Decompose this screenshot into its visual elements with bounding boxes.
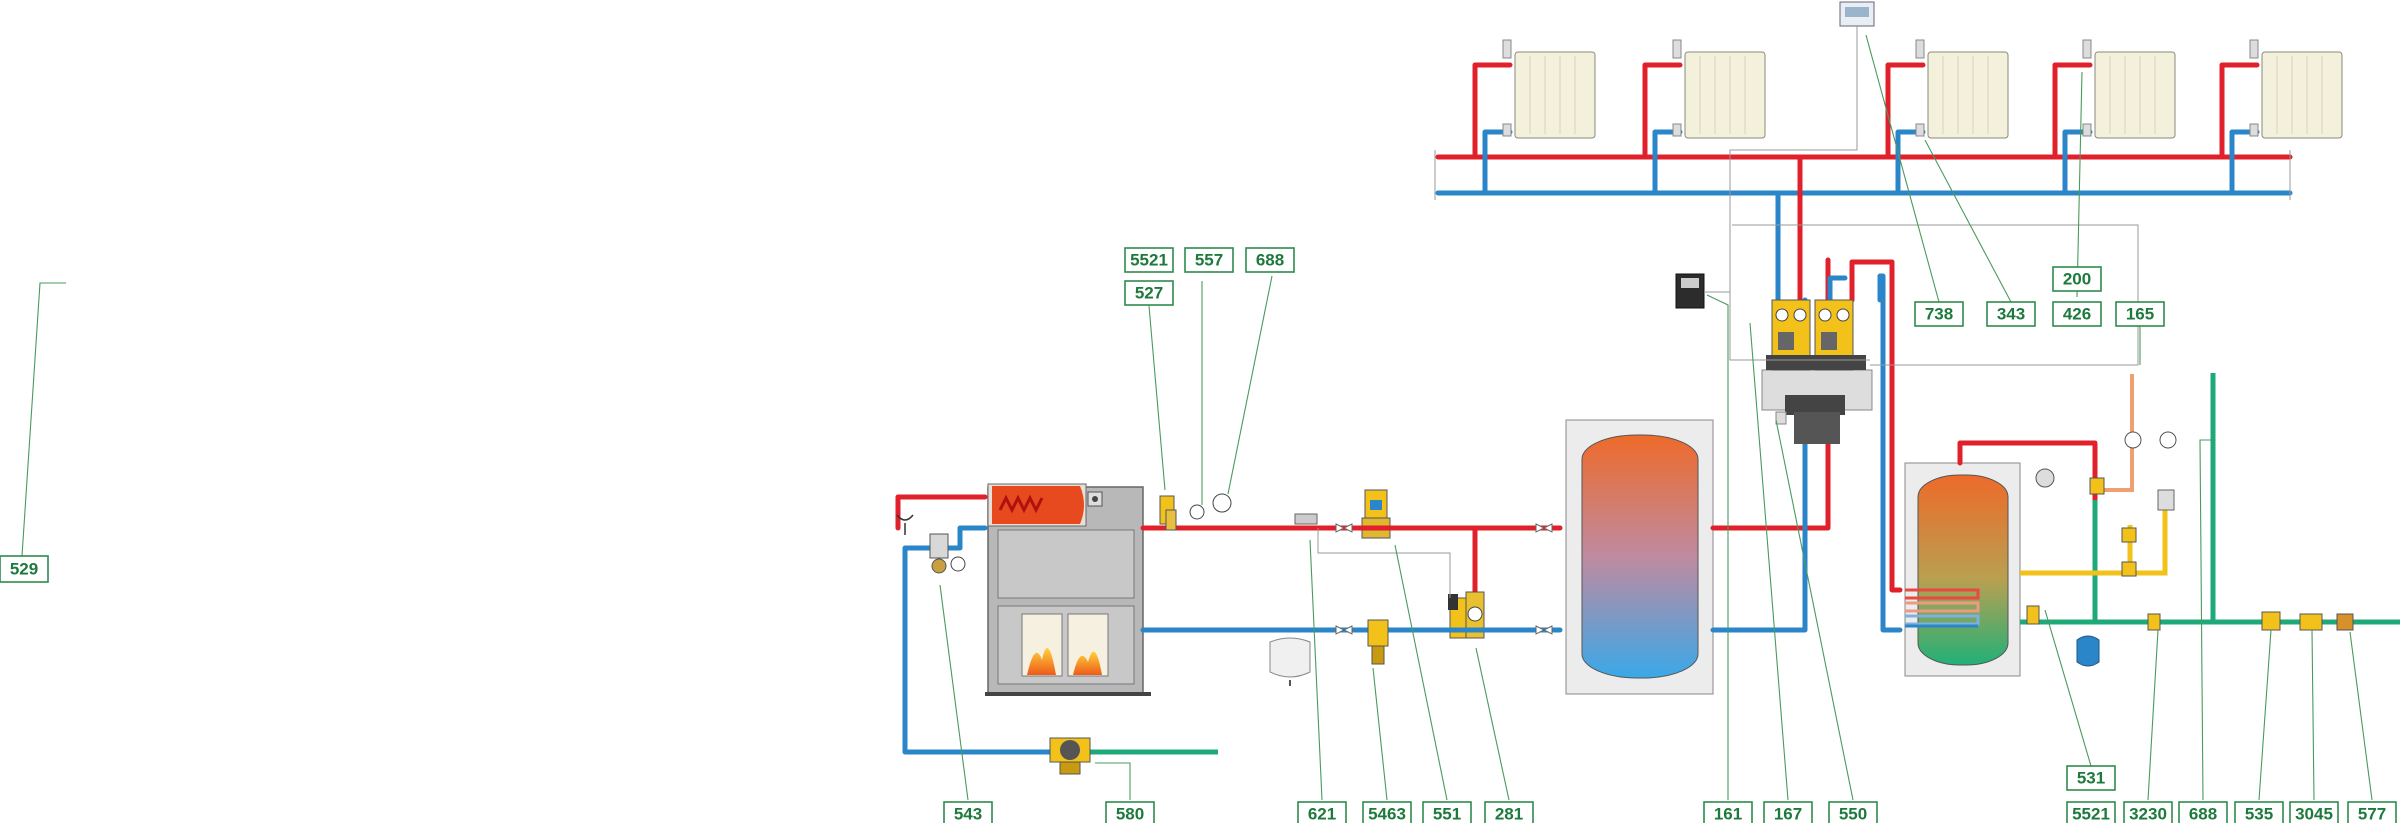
pump-icon	[1361, 489, 1391, 539]
label-543: 543	[943, 801, 993, 823]
pump-group-icon	[1049, 737, 1091, 775]
thermostatic-valve-icon	[929, 533, 966, 574]
svg-text:550: 550	[1839, 805, 1867, 823]
dirt-separator-icon	[1367, 619, 1389, 665]
svg-text:5521: 5521	[1130, 251, 1168, 270]
svg-text:577: 577	[2358, 805, 2386, 823]
label-527: 527	[1124, 280, 1174, 306]
svg-text:738: 738	[1925, 305, 1953, 324]
svg-text:281: 281	[1495, 805, 1523, 823]
drain-symbol-icon	[896, 514, 914, 535]
label-688-bottom: 688	[2178, 801, 2228, 823]
dhw-expansion-icon	[2076, 635, 2100, 667]
svg-text:343: 343	[1997, 305, 2025, 324]
label-738: 738	[1914, 301, 1964, 327]
thermostat-icon	[1839, 1, 1875, 27]
svg-text:527: 527	[1135, 284, 1163, 303]
label-535: 535	[2234, 801, 2284, 823]
svg-text:688: 688	[1256, 251, 1284, 270]
radiator-2	[1642, 39, 1766, 196]
label-3230: 3230	[2123, 801, 2173, 823]
radiator-circuit	[1434, 39, 2343, 200]
air-vent-icon	[1294, 513, 1318, 525]
label-281: 281	[1484, 801, 1534, 823]
label-529: 529	[0, 555, 49, 583]
valve-icon	[1335, 523, 1553, 635]
svg-text:167: 167	[1774, 805, 1802, 823]
radiator-1	[1472, 39, 1596, 196]
label-577: 577	[2347, 801, 2397, 823]
svg-text:543: 543	[954, 805, 982, 823]
label-3045: 3045	[2289, 801, 2339, 823]
mixing-valve-dhw-icon	[2089, 477, 2175, 577]
label-551: 551	[1422, 801, 1472, 823]
controller-icon	[1675, 273, 1705, 309]
label-580: 580	[1105, 801, 1155, 823]
dhw-fittings-icon	[2026, 605, 2354, 631]
svg-text:3045: 3045	[2295, 805, 2333, 823]
label-531: 531	[2066, 765, 2116, 791]
label-621: 621	[1297, 801, 1347, 823]
svg-text:688: 688	[2189, 805, 2217, 823]
boiler-icon	[985, 483, 1151, 696]
svg-text:426: 426	[2063, 305, 2091, 324]
svg-text:5521: 5521	[2072, 805, 2110, 823]
svg-text:551: 551	[1433, 805, 1461, 823]
safety-group-icon	[1159, 493, 1232, 531]
label-5521-top: 5521	[1124, 247, 1174, 273]
svg-text:5463: 5463	[1368, 805, 1406, 823]
svg-text:3230: 3230	[2129, 805, 2167, 823]
gauge-icon	[2035, 431, 2177, 488]
label-200: 200	[2052, 266, 2102, 292]
label-167: 167	[1763, 801, 1813, 823]
radiator-5	[2219, 39, 2343, 196]
svg-text:161: 161	[1714, 805, 1742, 823]
label-343: 343	[1986, 301, 2036, 327]
dhw-cylinder-icon	[1904, 462, 2021, 677]
svg-text:531: 531	[2077, 769, 2105, 788]
storage-tank-icon	[1565, 419, 1714, 695]
leader-lines	[21, 34, 2373, 801]
svg-text:557: 557	[1195, 251, 1223, 270]
svg-text:580: 580	[1116, 805, 1144, 823]
svg-text:165: 165	[2126, 305, 2154, 324]
svg-text:529: 529	[10, 560, 38, 579]
radiator-3	[1885, 39, 2009, 196]
svg-text:200: 200	[2063, 270, 2091, 289]
pump-stations-icon	[1761, 299, 1873, 444]
label-5463: 5463	[1362, 801, 1412, 823]
label-557: 557	[1184, 247, 1234, 273]
svg-text:535: 535	[2245, 805, 2273, 823]
label-550: 550	[1828, 801, 1878, 823]
label-688-top: 688	[1245, 247, 1295, 273]
label-165: 165	[2115, 301, 2165, 327]
expansion-vessel-icon	[1269, 637, 1311, 686]
radiator-4	[2052, 39, 2176, 196]
label-426: 426	[2052, 301, 2102, 327]
svg-text:621: 621	[1308, 805, 1336, 823]
label-161: 161	[1703, 801, 1753, 823]
label-5521-bottom: 5521	[2066, 801, 2116, 823]
